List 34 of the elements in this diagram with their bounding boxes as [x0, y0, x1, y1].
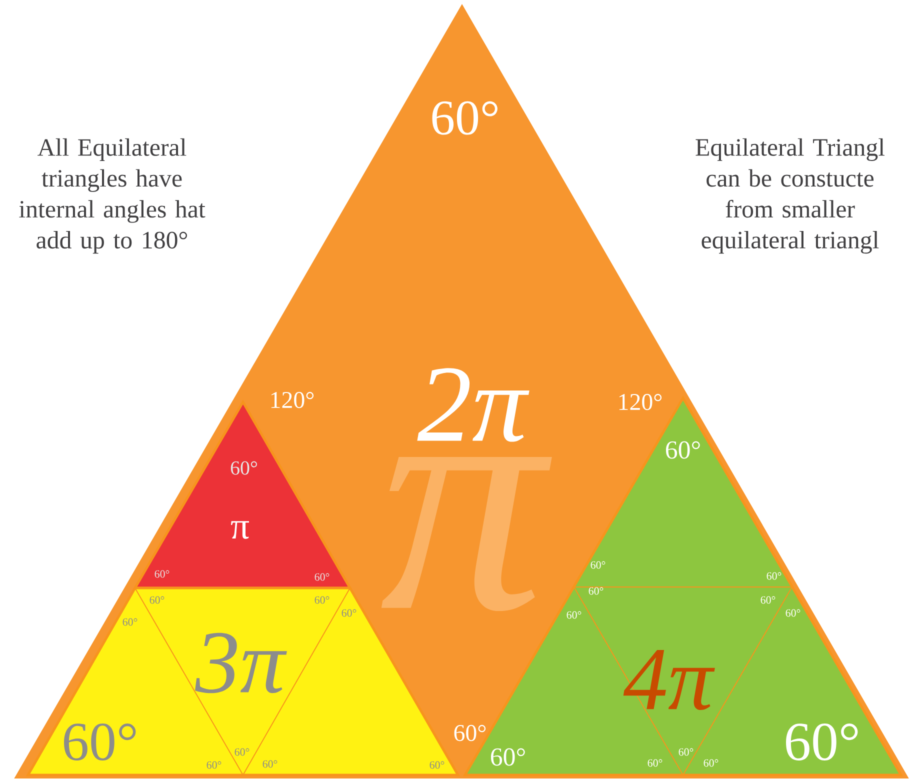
angle-label: 60° — [314, 573, 330, 581]
angle-label: 60° — [704, 759, 718, 767]
caption-text: All Equilateral triangles have internal angles hat add up to 180° — [19, 138, 206, 254]
angle-label: 60° — [590, 561, 606, 569]
angle-label: 60° — [454, 724, 486, 742]
angle-label: 60° — [64, 724, 136, 760]
angle-label: 60° — [262, 760, 278, 768]
angle-label: 60° — [678, 748, 694, 756]
symbol-label: 3π — [195, 632, 287, 694]
angle-label: 60° — [154, 570, 170, 578]
symbol-label: 4π — [623, 650, 715, 710]
angle-label: 60° — [490, 748, 525, 766]
angle-label: 120° — [619, 394, 662, 410]
angle-label: 60° — [234, 748, 250, 756]
angle-label: 60° — [230, 461, 257, 475]
angle-label: 60° — [150, 596, 164, 604]
angle-label: 60° — [206, 761, 222, 769]
angle-label: 60° — [786, 609, 800, 617]
angle-label: 60° — [432, 101, 498, 135]
angle-label: 60° — [760, 596, 776, 604]
symbol-label: 2π — [417, 368, 530, 442]
angle-label: 60° — [122, 618, 138, 626]
caption-text: Equilateral Triangl can be constucte from smaller equilateral triangl — [696, 138, 885, 254]
angle-label: 60° — [648, 759, 662, 767]
angle-label: 60° — [314, 596, 330, 604]
angle-label: 60° — [666, 441, 700, 459]
symbol-label: π — [230, 521, 249, 539]
angle-label: 60° — [766, 572, 782, 580]
angle-label: 60° — [566, 611, 582, 619]
angle-label: 60° — [342, 609, 356, 617]
angle-label: 60° — [786, 724, 858, 760]
angle-label: 60° — [430, 761, 444, 769]
angle-label: 120° — [271, 392, 314, 408]
angle-label: 60° — [588, 587, 604, 595]
